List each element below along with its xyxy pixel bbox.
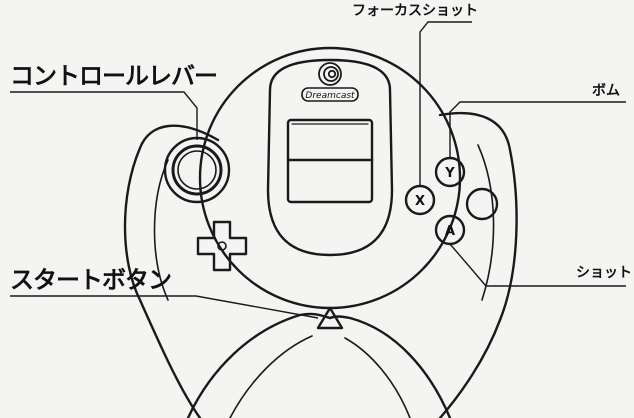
controller-right-handle-inner xyxy=(477,144,495,301)
leader-shot xyxy=(449,243,626,287)
button-y-letter: Y xyxy=(444,166,455,181)
button-b xyxy=(465,187,499,221)
dreamcast-logo-text: Dreamcast xyxy=(305,91,355,101)
button-x-letter: X xyxy=(415,194,425,209)
vmu-slot-outline xyxy=(266,58,394,257)
label-shot: ショット xyxy=(576,265,632,281)
button-a-letter: A xyxy=(445,224,455,239)
leader-bomb xyxy=(449,101,626,158)
analog-stick xyxy=(163,136,231,204)
leader-focus-shot xyxy=(419,21,472,186)
controller-bottom-inner-right xyxy=(344,337,411,418)
controller-bottom-right xyxy=(328,315,452,418)
label-control-lever: コントロールレバー xyxy=(10,62,218,90)
controller-bottom-left xyxy=(186,312,332,418)
label-focus-shot: フォーカスショット xyxy=(352,3,478,19)
controller-bottom-inner-left xyxy=(229,335,313,418)
label-bomb: ボム xyxy=(592,83,620,99)
label-start-button: スタートボタン xyxy=(10,266,172,294)
controller-right-handle xyxy=(438,111,518,418)
logo-badge xyxy=(301,87,359,102)
leader-start-button xyxy=(10,295,319,319)
controller-left-handle xyxy=(123,124,220,418)
leader-control-lever xyxy=(10,91,198,140)
dreamcast-swirl-icon xyxy=(318,62,342,86)
controller-left-handle-inner xyxy=(153,159,169,301)
dpad xyxy=(196,220,248,272)
controller-face xyxy=(198,46,462,310)
start-button xyxy=(316,306,344,330)
